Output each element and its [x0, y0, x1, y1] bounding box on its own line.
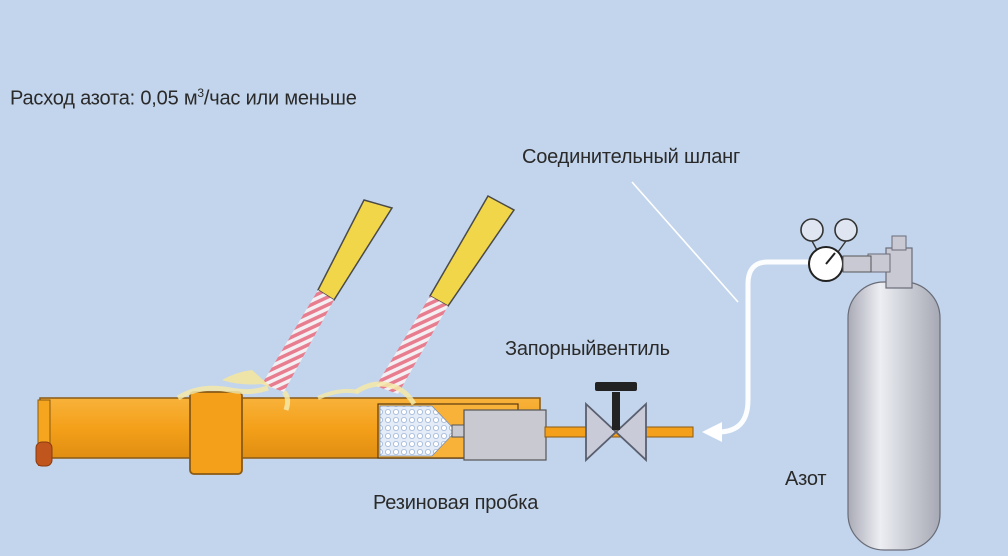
pipe-coupling — [189, 391, 243, 475]
rubber-plug-label: Резиновая пробка — [373, 492, 539, 514]
rubber-plug — [451, 409, 547, 461]
pressure-gauge-icon — [800, 218, 872, 282]
hose-label: Соединительный шланг — [522, 146, 741, 168]
welding-torch-icon — [176, 199, 394, 411]
flow-unit-exponent: 3 — [197, 86, 204, 100]
nitrogen-label: Азот — [785, 468, 827, 490]
gas-cylinder-icon — [847, 235, 941, 551]
welding-torch-icon — [317, 194, 516, 406]
nitrogen-flow-label: Расход азота: 0,05 м3/час или меньше — [10, 86, 357, 111]
hose-arrow-icon — [702, 422, 722, 442]
shutoff-valve-icon — [585, 382, 647, 463]
flow-suffix: /час или меньше — [203, 87, 357, 110]
hose-label-leader — [631, 181, 739, 303]
connecting-hose — [717, 259, 812, 435]
valve-label: Запорныйвентиль — [505, 338, 670, 360]
filter-material — [379, 405, 457, 457]
flow-prefix: Расход азота: 0,05 м — [10, 87, 198, 110]
